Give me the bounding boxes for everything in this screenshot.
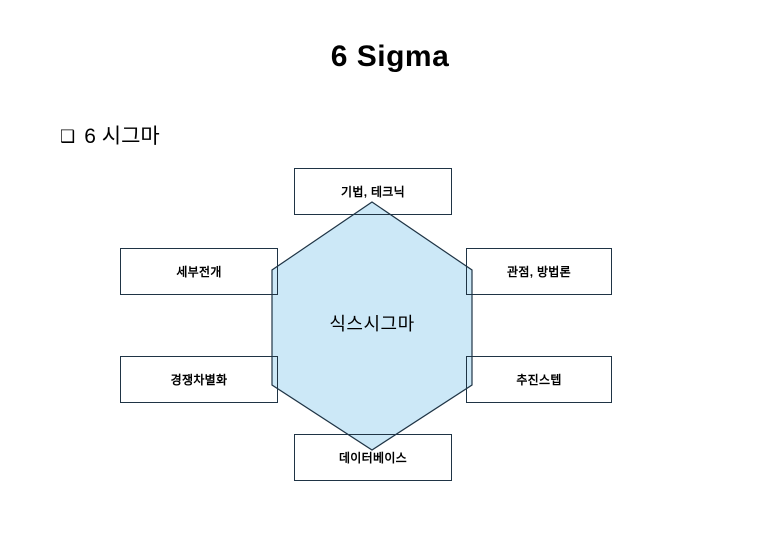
node-label: 데이터베이스 — [338, 451, 408, 465]
node-label: 관점, 방법론 — [507, 265, 571, 279]
node-box-top[interactable]: 기법, 테크닉 — [294, 168, 452, 215]
node-label: 세부전개 — [176, 265, 222, 279]
center-hexagon-shape — [271, 201, 473, 451]
node-label: 기법, 테크닉 — [341, 185, 405, 199]
node-label: 경쟁차별화 — [170, 373, 228, 387]
node-box-left-lower[interactable]: 경쟁차별화 — [120, 356, 278, 403]
page-title: 6 Sigma — [330, 40, 450, 73]
node-box-left-upper[interactable]: 세부전개 — [120, 248, 278, 295]
node-label: 추진스텝 — [516, 373, 562, 387]
bullet-line: ❑ 6 시그마 — [60, 122, 160, 152]
node-box-right-lower[interactable]: 추진스텝 — [466, 356, 612, 403]
node-box-bottom[interactable]: 데이터베이스 — [294, 434, 452, 481]
bullet-text: 6 시그마 — [84, 125, 160, 148]
hollow-square-bullet-icon: ❑ — [60, 127, 76, 147]
node-box-right-upper[interactable]: 관점, 방법론 — [466, 248, 612, 295]
